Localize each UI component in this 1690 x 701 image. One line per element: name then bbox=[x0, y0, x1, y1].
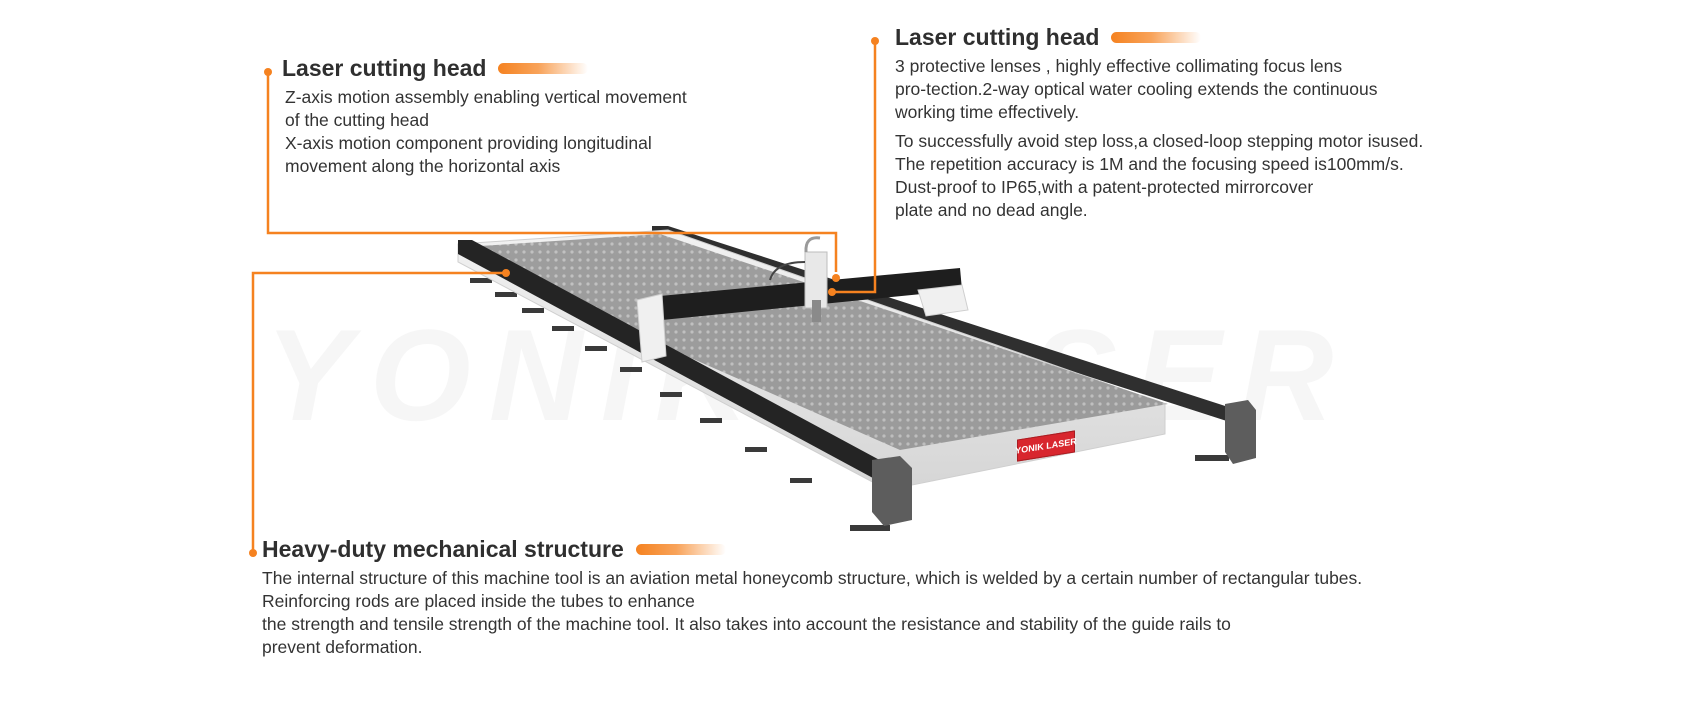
gantry-right-block bbox=[917, 284, 969, 317]
body-line: pro-tection.2-way optical water cooling … bbox=[895, 79, 1378, 99]
gantry-left-block bbox=[636, 293, 667, 363]
front-end-block bbox=[872, 456, 912, 526]
callout-body: 3 protective lenses , highly effective c… bbox=[895, 55, 1423, 222]
cutting-head bbox=[769, 236, 828, 322]
body-line: X-axis motion component providing longit… bbox=[285, 133, 652, 153]
body-line: of the cutting head bbox=[285, 110, 429, 130]
callout-body: The internal structure of this machine t… bbox=[262, 567, 1362, 659]
body-line: 3 protective lenses , highly effective c… bbox=[895, 56, 1343, 76]
callout-top-right: Laser cutting head 3 protective lenses ,… bbox=[895, 24, 1423, 222]
body-line: Z-axis motion assembly enabling vertical… bbox=[285, 87, 687, 107]
title-accent-bar bbox=[498, 63, 589, 74]
support-feet bbox=[470, 278, 1229, 531]
body-line: The internal structure of this machine t… bbox=[262, 568, 1363, 588]
callout-title-text: Heavy-duty mechanical structure bbox=[262, 536, 624, 562]
body-line: Reinforcing rods are placed inside the t… bbox=[262, 591, 695, 611]
callout-title: Laser cutting head bbox=[895, 24, 1423, 51]
brand-plate-text: YONIK LASER bbox=[1015, 436, 1077, 456]
body-line: Dust-proof to IP65,with a patent-protect… bbox=[895, 177, 1314, 197]
callout-bottom: Heavy-duty mechanical structure The inte… bbox=[262, 536, 1362, 659]
back-rail bbox=[652, 226, 1250, 424]
body-line: The repetition accuracy is 1M and the fo… bbox=[895, 154, 1404, 174]
callout-title-text: Laser cutting head bbox=[895, 24, 1100, 50]
honeycomb-bed bbox=[480, 234, 1168, 450]
front-rail bbox=[458, 240, 898, 484]
callout-lines bbox=[251, 40, 877, 553]
callout-title: Laser cutting head bbox=[282, 55, 687, 82]
callout-body: Z-axis motion assembly enabling vertical… bbox=[282, 86, 687, 178]
body-line: movement along the horizontal axis bbox=[285, 156, 561, 176]
body-line: To successfully avoid step loss,a closed… bbox=[895, 131, 1424, 151]
body-line: the strength and tensile strength of the… bbox=[262, 614, 1231, 634]
title-accent-bar bbox=[1111, 32, 1202, 43]
callout-title: Heavy-duty mechanical structure bbox=[262, 536, 1362, 563]
callout-top-left: Laser cutting head Z-axis motion assembl… bbox=[282, 55, 687, 178]
right-end-block bbox=[1225, 400, 1256, 464]
title-accent-bar bbox=[635, 544, 726, 555]
body-line: working time effectively. bbox=[895, 102, 1080, 122]
body-line: plate and no dead angle. bbox=[895, 200, 1088, 220]
callout-dots bbox=[249, 37, 879, 557]
body-line: prevent deformation. bbox=[262, 637, 423, 657]
callout-title-text: Laser cutting head bbox=[282, 55, 487, 81]
